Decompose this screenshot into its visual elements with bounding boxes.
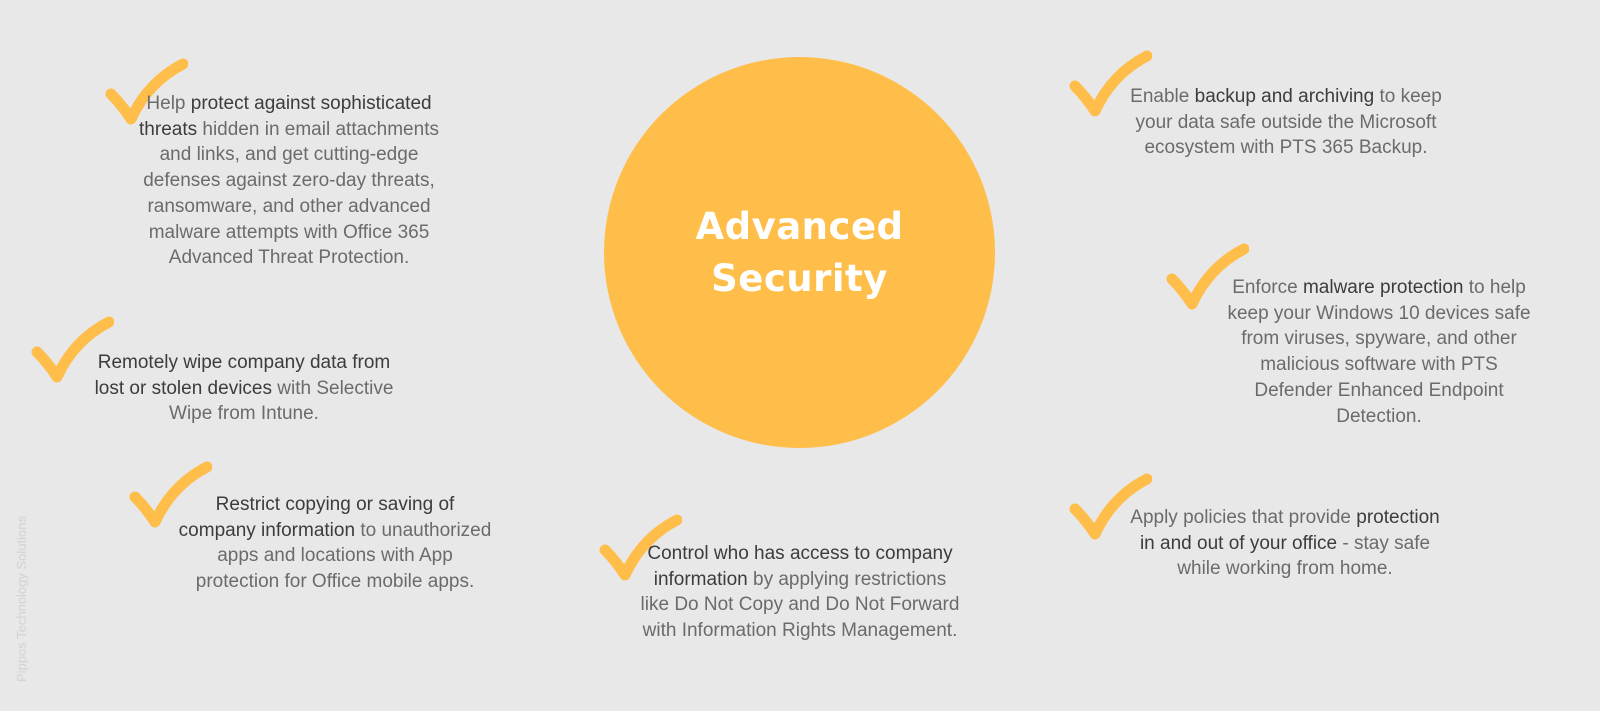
feature-access-bold: Control who has access to company inform… (647, 543, 953, 590)
feature-access: Control who has access to company inform… (640, 541, 960, 644)
feature-malware-pre: Enforce (1232, 277, 1303, 298)
feature-wipe-bold: Remotely wipe company data from lost or … (94, 352, 391, 399)
feature-restrict: Restrict copying or saving of company in… (176, 492, 494, 595)
checkmark-icon (104, 58, 188, 130)
checkmark-icon (1068, 473, 1152, 545)
center-circle: Advanced Security (604, 57, 995, 448)
feature-threats-post: hidden in email attachments and links, a… (143, 118, 439, 269)
feature-backup: Enable backup and archiving to keep your… (1116, 84, 1456, 161)
feature-wipe: Remotely wipe company data from lost or … (88, 350, 400, 427)
feature-wipe-post: with Selective Wipe from Intune. (169, 377, 394, 425)
checkmark-icon (1165, 243, 1249, 315)
feature-restrict-post: to unauthorized apps and locations with … (195, 519, 492, 593)
feature-policies-bold: protection in and out of your office (1139, 507, 1440, 554)
feature-backup-pre: Enable (1130, 86, 1195, 107)
center-title: Advanced Security (695, 204, 904, 300)
checkmark-icon (128, 461, 212, 533)
feature-malware-post: to help keep your Windows 10 devices saf… (1227, 277, 1531, 427)
watermark-text: Pippos Technology Solutions (14, 516, 29, 682)
feature-threats-bold: protect against sophisticated threats (139, 93, 432, 140)
feature-backup-post: to keep your data safe outside the Micro… (1135, 86, 1442, 159)
feature-malware-bold: malware protection (1302, 277, 1464, 298)
feature-access-post: by applying restrictions like Do Not Cop… (640, 568, 960, 642)
feature-policies-post: - stay safe while working from home. (1177, 532, 1431, 580)
checkmark-icon (598, 514, 682, 586)
feature-policies-pre: Apply policies that provide (1130, 507, 1357, 528)
feature-backup-bold: backup and archiving (1194, 86, 1375, 107)
checkmark-icon (1068, 50, 1152, 122)
feature-restrict-bold: Restrict copying or saving of company in… (178, 494, 455, 541)
checkmark-icon (30, 316, 114, 388)
feature-threats: Help protect against sophisticated threa… (124, 91, 454, 271)
feature-policies: Apply policies that provide protection i… (1128, 505, 1442, 582)
feature-threats-pre: Help (146, 93, 191, 114)
feature-malware: Enforce malware protection to help keep … (1220, 275, 1538, 429)
